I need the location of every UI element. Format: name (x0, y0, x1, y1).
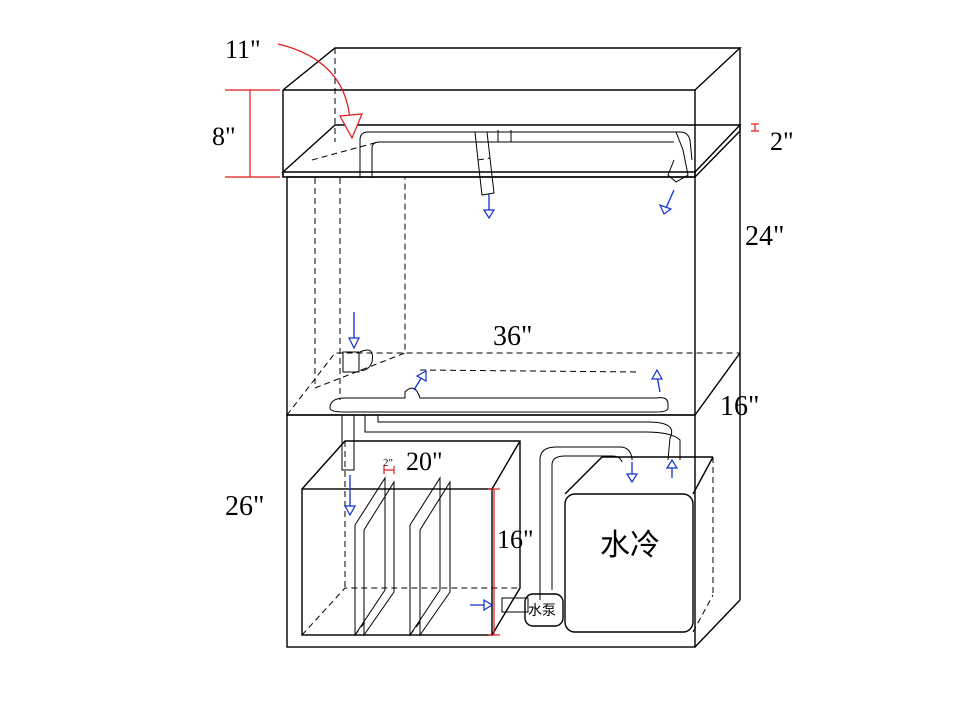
main-tank-height-label: 24" (745, 221, 784, 252)
top-tank-height-label: 8" (212, 122, 236, 151)
plumbing (341, 414, 681, 600)
top-tank-depth-label: 11" (225, 35, 261, 64)
sump (301, 440, 521, 637)
chiller-label: 水冷 (600, 529, 660, 562)
sump-height-label: 16" (497, 525, 534, 554)
drip-tray (281, 124, 742, 196)
dimension-marks (225, 43, 759, 636)
cabinet (286, 353, 741, 648)
top-tank (282, 47, 742, 178)
pump: 水泵 (501, 593, 564, 627)
cabinet-height-label: 26" (225, 491, 264, 522)
dimension-labels: 11" 8" 2" 24" 36" 16" 26" 20" 16" 2" (212, 35, 794, 554)
main-tank (286, 140, 741, 416)
chiller: 水冷 (564, 456, 714, 633)
flow-arrows (343, 189, 679, 612)
tray-gap-label: 2" (770, 127, 794, 156)
pump-label: 水泵 (528, 602, 556, 618)
baffle-gap-label: 2" (383, 457, 393, 469)
main-tank-width-label: 36" (493, 321, 532, 352)
main-tank-depth-label: 16" (720, 391, 759, 422)
sump-width-label: 20" (406, 447, 443, 476)
